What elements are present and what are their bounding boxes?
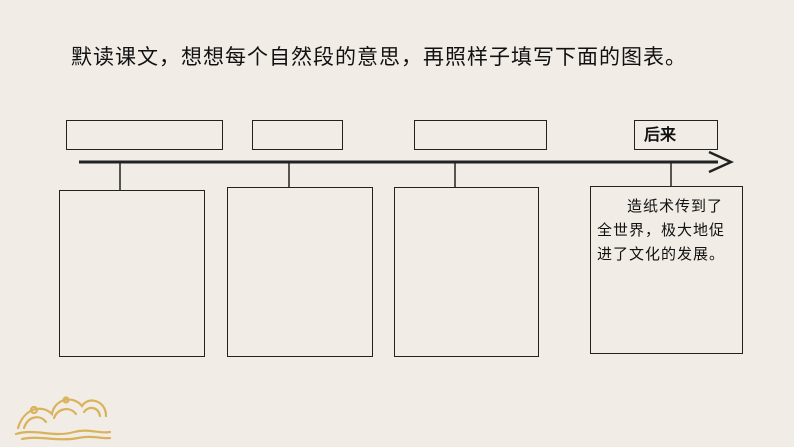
- arrow-right-icon: [708, 150, 735, 174]
- label-box-1[interactable]: [66, 120, 223, 150]
- cloud-pattern-icon: [14, 396, 112, 441]
- content-box-4-text: 造纸术传到了全世界，极大地促进了文化的发展。: [597, 197, 726, 263]
- content-box-2[interactable]: [227, 187, 373, 357]
- content-box-4[interactable]: 造纸术传到了全世界，极大地促进了文化的发展。: [590, 186, 743, 354]
- label-box-4[interactable]: 后来: [634, 120, 718, 150]
- label-box-2[interactable]: [252, 120, 343, 150]
- content-box-1[interactable]: [59, 190, 205, 357]
- content-box-3[interactable]: [394, 187, 539, 357]
- label-box-3[interactable]: [414, 120, 547, 150]
- instruction-text: 默读课文，想想每个自然段的意思，再照样子填写下面的图表。: [71, 45, 687, 69]
